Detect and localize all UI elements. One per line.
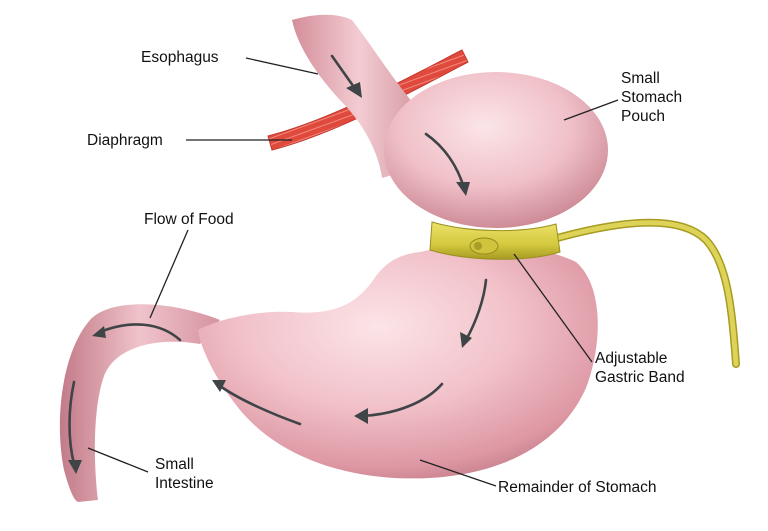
arrowhead-stomach-bottom <box>354 408 368 424</box>
label-gastric-band-line1: Adjustable <box>595 350 668 367</box>
label-flow-of-food: Flow of Food <box>144 211 234 228</box>
leader-small-stomach-pouch <box>563 99 619 121</box>
leader-remainder-of-stomach <box>419 459 497 487</box>
band-buckle <box>469 237 499 255</box>
flow-arrow-stomach-bottom <box>360 382 444 418</box>
arrowhead-esophagus <box>346 82 362 98</box>
arrowhead-intestine-top <box>92 326 106 338</box>
arrowhead-pouch <box>456 182 470 196</box>
stomach-body-shape <box>198 245 598 479</box>
label-remainder-of-stomach: Remainder of Stomach <box>498 479 657 496</box>
arrowhead-stomach-left <box>212 380 226 392</box>
arrowhead-stomach-right <box>460 332 472 348</box>
flow-arrow-intestine-down <box>68 380 76 466</box>
label-small-stomach-pouch-line1: Small <box>621 70 660 87</box>
stomach-pouch-shape <box>384 72 608 228</box>
label-small-intestine-line2: Intestine <box>155 475 214 492</box>
label-small-stomach-pouch: Small Stomach Pouch <box>621 69 682 126</box>
label-adjustable-gastric-band: Adjustable Gastric Band <box>595 349 685 387</box>
leader-lines <box>87 57 619 487</box>
label-small-stomach-pouch-line3: Pouch <box>621 108 665 125</box>
label-gastric-band-line2: Gastric Band <box>595 369 685 386</box>
leader-gastric-band <box>513 253 593 363</box>
leader-flow-of-food <box>149 229 189 319</box>
flow-arrowheads <box>68 82 472 474</box>
flow-arrow-stomach-right <box>464 278 488 342</box>
leader-small-intestine <box>87 447 149 473</box>
label-esophagus: Esophagus <box>141 49 219 66</box>
label-small-intestine-line1: Small <box>155 456 194 473</box>
small-intestine-shape <box>59 304 220 502</box>
leader-esophagus <box>245 57 319 75</box>
band-tubing-highlight <box>547 220 739 367</box>
band-buckle-port <box>474 242 482 250</box>
flow-arrow-intestine-top <box>98 323 182 342</box>
flow-arrow-stomach-left <box>218 384 302 426</box>
label-small-intestine: Small Intestine <box>155 455 214 493</box>
arrowhead-intestine-down <box>68 460 82 474</box>
flow-arrow-esophagus <box>330 54 358 92</box>
label-small-stomach-pouch-line2: Stomach <box>621 89 683 106</box>
label-diaphragm: Diaphragm <box>87 132 163 149</box>
